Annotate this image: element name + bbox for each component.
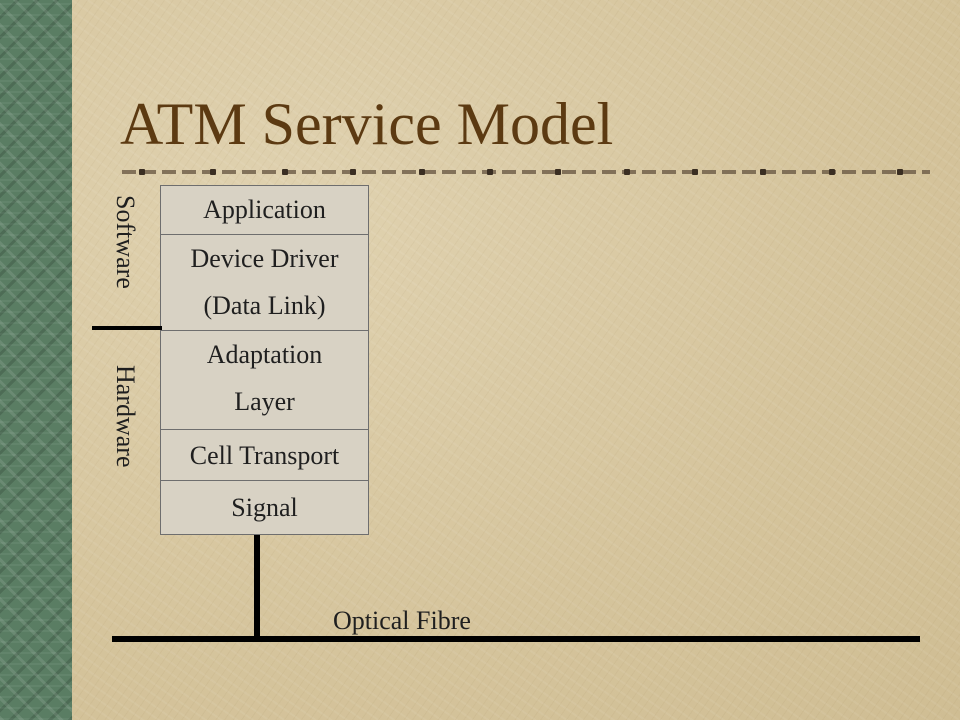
layer-device-driver: Device Driver (Data Link) [161,235,368,329]
layer-separator [161,330,368,331]
divider-dot [555,169,561,175]
layer-label: Device Driver [190,244,339,273]
divider-dot [760,169,766,175]
layer-separator [161,480,368,481]
layer-label: Signal [231,493,298,522]
layer-separator [161,234,368,235]
layer-separator [161,429,368,430]
hardware-group-label: Hardware [111,365,140,468]
slide-title: ATM Service Model [120,91,614,157]
title-divider [122,170,930,174]
side-bar-decoration [0,0,72,720]
layer-label: Layer [234,387,295,416]
divider-dot [829,169,835,175]
divider-dot [897,169,903,175]
optical-fibre-line [112,636,920,642]
software-group-label: Software [111,195,140,289]
optical-fibre-label: Optical Fibre [333,606,471,635]
layer-cell-transport: Cell Transport [161,430,368,480]
divider-dot [624,169,630,175]
divider-dot [282,169,288,175]
divider-dot [419,169,425,175]
layer-label: (Data Link) [203,291,326,320]
layer-adaptation: Adaptation Layer [161,331,368,425]
layer-label: Application [203,195,326,224]
layer-signal: Signal [161,481,368,534]
layer-label: Adaptation [206,340,323,369]
divider-dot [350,169,356,175]
title-divider-dots [0,0,960,200]
layer-label: Cell Transport [189,440,340,470]
divider-dot [210,169,216,175]
divider-dot [487,169,493,175]
fibre-drop-line [254,535,260,638]
divider-dot [139,169,145,175]
divider-dot [692,169,698,175]
software-hardware-boundary [92,326,162,330]
layer-application: Application [161,186,368,233]
protocol-stack: Application Device Driver (Data Link) Ad… [160,185,369,535]
